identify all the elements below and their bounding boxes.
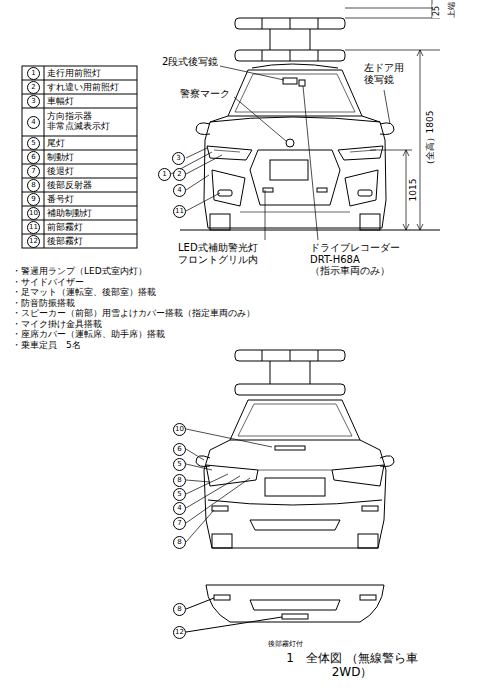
note-text: ・足マット（運転室、後部室）搭載 (12, 287, 156, 297)
table-cell: 後部反射器 (47, 180, 135, 190)
note-text: ・スピーカー（前部）用雪よけカバー搭載（指定車両のみ） (12, 308, 255, 318)
dimension: 上端 (447, 0, 456, 20)
callout-number: 5 (173, 458, 186, 471)
table-rule (22, 80, 137, 81)
table-rule (22, 150, 137, 151)
callout-number: 8 (173, 474, 186, 487)
callout-number: 2 (173, 168, 186, 181)
table-cell: 番号灯 (47, 194, 135, 204)
callout-number: 10 (173, 423, 186, 436)
table-cell: 方向指示器 非常点滅表示灯 (47, 111, 135, 132)
table-number: 12 (27, 235, 40, 248)
callout-number: 7 (173, 517, 186, 530)
table-number: 6 (27, 151, 40, 164)
lamp-table-grid (22, 66, 137, 248)
front-view (180, 18, 440, 230)
table-cell: すれ違い用前照灯 (47, 82, 135, 92)
part-label: 後部霧灯付 (268, 640, 303, 648)
leader-lines (186, 429, 272, 542)
dimension: 25 (432, 4, 441, 18)
table-rule (22, 234, 137, 235)
table-cell: 尾灯 (47, 138, 135, 148)
rear-bumper-view (186, 585, 384, 632)
table-number: 5 (27, 137, 40, 150)
table-cell: 走行用前照灯 (47, 68, 135, 78)
note-text: ・警邏用ランプ（LED式室内灯） (12, 266, 147, 276)
callout-number: 12 (173, 626, 186, 639)
callout-number: 4 (173, 184, 186, 197)
table-number: 4 (27, 116, 40, 129)
callout-number: 11 (173, 205, 186, 218)
callout-number: 5 (173, 488, 186, 501)
table-rule (22, 178, 137, 179)
note-text: ・乗車定員 5名 (12, 340, 81, 350)
part-label: 警察マーク (180, 88, 230, 100)
table-cell: 後退灯 (47, 166, 135, 176)
table-number: 10 (27, 207, 40, 220)
part-label: 2段式後写鏡 (162, 56, 218, 68)
callout-number: 1 (158, 168, 171, 181)
table-rule (22, 206, 137, 207)
dimension-lines (345, 0, 440, 230)
callout-number: 8 (173, 603, 186, 616)
note-text: ・座席カバー（運転席、助手席）搭載 (12, 329, 165, 339)
dimension: （全高）1805 (425, 109, 435, 172)
table-rule (22, 136, 137, 137)
table-number: 3 (27, 95, 40, 108)
callout-number: 6 (173, 443, 186, 456)
leader-lines (171, 66, 390, 240)
table-cell: 前部霧灯 (47, 222, 135, 232)
caption: 1 全体図 （無線警ら車 2WD） (285, 652, 419, 680)
table-cell: 補助制動灯 (47, 208, 135, 218)
table-number: 7 (27, 165, 40, 178)
rear-view (196, 350, 394, 548)
table-cell: 後部霧灯 (47, 236, 135, 246)
table-rule (22, 220, 137, 221)
part-label: LED式補助警光灯 フロントグリル内 (178, 242, 274, 265)
part-label: 左ドア用 後写鏡 (364, 62, 420, 85)
dimension: 1015 (408, 177, 418, 204)
callout-number: 3 (172, 152, 185, 165)
callout-number: 8 (173, 536, 186, 549)
table-number: 9 (27, 193, 40, 206)
table-number: 1 (27, 67, 40, 80)
table-number: 2 (27, 81, 40, 94)
table-number: 8 (27, 179, 40, 192)
note-text: ・サイドバイザー (12, 277, 84, 287)
part-label: ドライブレコーダー DRT-H68A （指示車両のみ） (310, 242, 410, 277)
table-cell: 制動灯 (47, 152, 135, 162)
callout-number: 4 (173, 502, 186, 515)
table-cell: 車幅灯 (47, 96, 135, 106)
table-number: 11 (27, 221, 40, 234)
table-rule (22, 164, 137, 165)
table-rule (22, 108, 137, 109)
note-text: ・防音防振搭載 (12, 298, 75, 308)
table-rule (22, 94, 137, 95)
table-rule (22, 192, 137, 193)
note-text: ・マイク掛け金具搭載 (12, 319, 102, 329)
